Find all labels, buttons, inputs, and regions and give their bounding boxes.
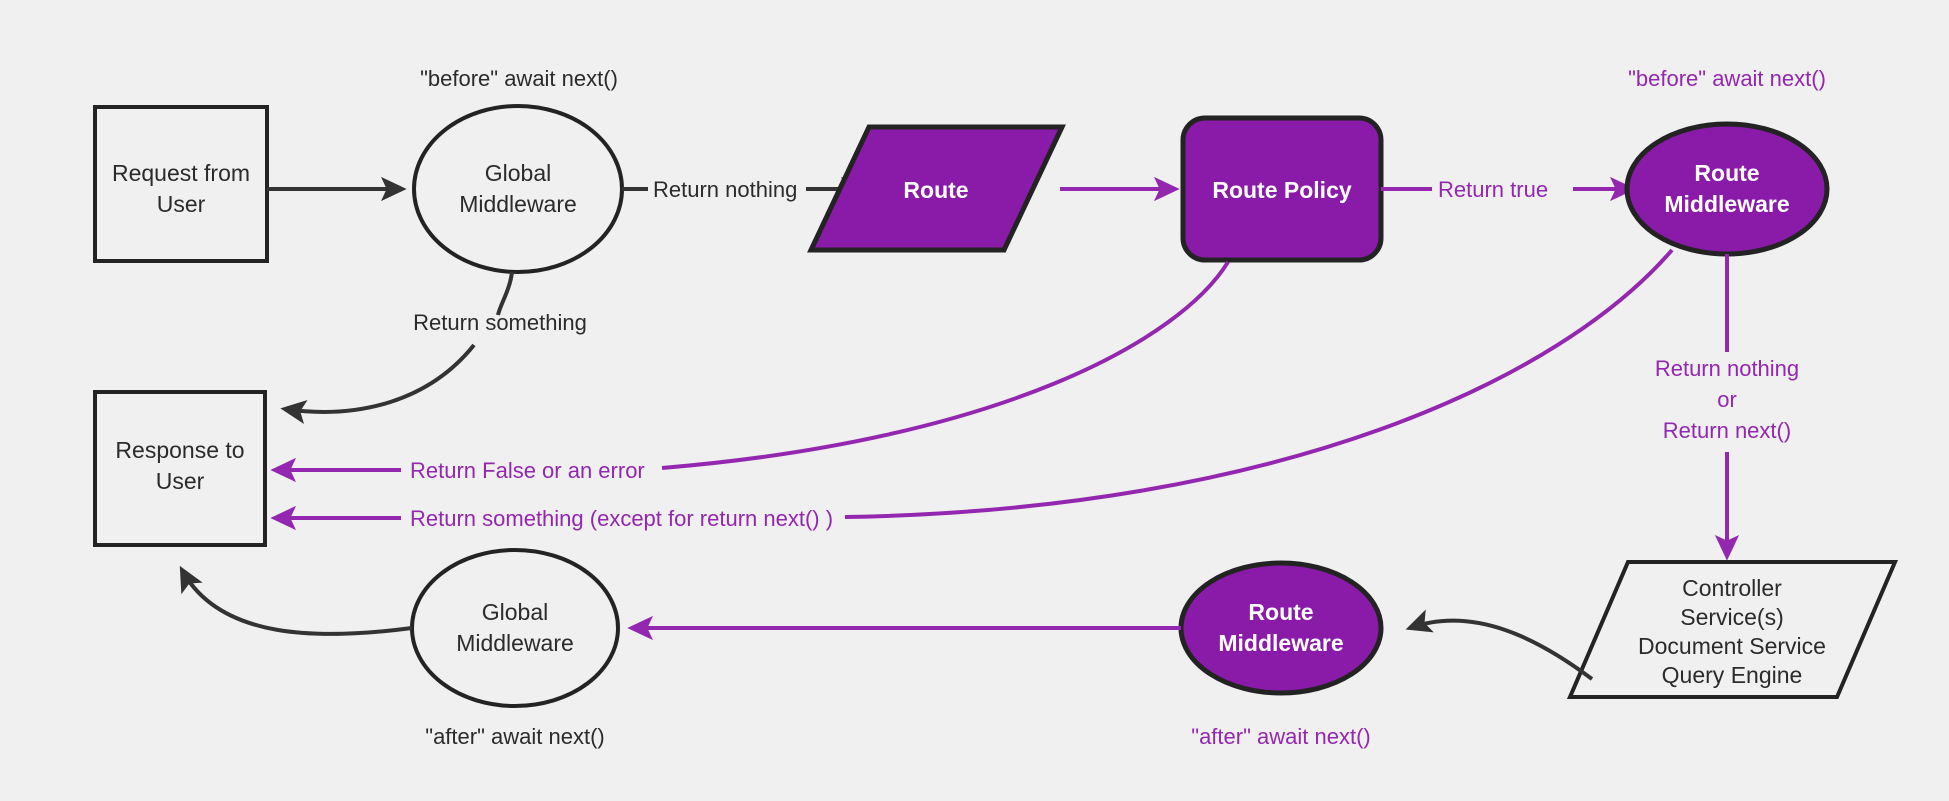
route-middleware-before-label-line1: Route	[1694, 160, 1759, 186]
request-from-user-label-line2: User	[157, 191, 206, 217]
controller-stack-parallelogram[interactable]	[1566, 560, 1899, 699]
route-middleware-after-label-line1: Route	[1248, 599, 1313, 625]
request-from-user-label-line1: Request from	[112, 160, 250, 186]
edge-label-return-something-except-next: Return something (except for return next…	[410, 506, 833, 531]
request-from-user-box[interactable]	[93, 105, 269, 263]
route-middleware-before-label-line2: Middleware	[1664, 191, 1789, 217]
route-middleware-after-label-line2: Middleware	[1218, 630, 1343, 656]
route-parallelogram[interactable]	[807, 124, 1066, 253]
edge-label-return-nothing-or-next-line1: Return nothing	[1655, 356, 1799, 381]
route-middleware-before-ellipse[interactable]	[1624, 121, 1830, 257]
edge-route-policy-return-false-curve	[661, 260, 1230, 470]
global-middleware-after-label-line1: Global	[482, 599, 548, 625]
node-route-middleware-before[interactable]: Route Middleware	[1624, 121, 1830, 257]
edge-label-return-true: Return true	[1438, 177, 1548, 202]
global-middleware-after-ellipse[interactable]	[410, 548, 620, 708]
response-to-user-box[interactable]	[93, 390, 267, 547]
controller-stack-label-line4: Query Engine	[1662, 662, 1803, 688]
edge-route-middleware-return-something-curve	[844, 248, 1674, 519]
global-middleware-before-label-line1: Global	[485, 160, 551, 186]
annotation-after-global-middleware: "after" await next()	[425, 724, 604, 749]
node-route-middleware-after[interactable]: Route Middleware	[1178, 560, 1384, 696]
controller-stack-label-line2: Service(s)	[1680, 604, 1784, 630]
route-label: Route	[903, 177, 968, 203]
node-route-policy[interactable]: Route Policy	[1180, 115, 1384, 263]
controller-stack-label-line3: Document Service	[1638, 633, 1826, 659]
annotation-before-route-middleware: "before" await next()	[1628, 66, 1826, 91]
global-middleware-before-label-line2: Middleware	[459, 191, 577, 217]
annotation-before-global-middleware: "before" await next()	[420, 66, 618, 91]
node-request-from-user[interactable]: Request from User	[93, 105, 269, 263]
node-route[interactable]: Route	[807, 124, 1066, 253]
edge-return-something-stub-upper	[496, 271, 514, 316]
controller-stack-label-line1: Controller	[1682, 575, 1782, 601]
edge-label-return-nothing: Return nothing	[653, 177, 797, 202]
response-to-user-label-line1: Response to	[115, 437, 244, 463]
node-controller-stack[interactable]: Controller Service(s) Document Service Q…	[1566, 560, 1899, 699]
global-middleware-before-ellipse[interactable]	[412, 104, 624, 274]
edge-return-something-to-response	[280, 343, 476, 425]
node-global-middleware-after[interactable]: Global Middleware	[410, 548, 620, 708]
response-to-user-label-line2: User	[156, 468, 205, 494]
edge-label-return-nothing-or-next-line2: or	[1717, 387, 1737, 412]
edge-global-middleware-after-to-response	[179, 565, 413, 636]
edge-label-return-nothing-or-next-line3: Return next()	[1663, 418, 1791, 443]
global-middleware-after-label-line2: Middleware	[456, 630, 574, 656]
edge-label-return-false-or-error: Return False or an error	[410, 458, 645, 483]
node-global-middleware-before[interactable]: Global Middleware	[412, 104, 624, 274]
edge-label-return-something: Return something	[413, 310, 587, 335]
edge-controller-to-route-middleware-after	[1405, 609, 1594, 681]
annotation-after-route-middleware: "after" await next()	[1191, 724, 1370, 749]
route-policy-label: Route Policy	[1212, 177, 1352, 203]
node-response-to-user[interactable]: Response to User	[93, 390, 267, 547]
route-middleware-after-ellipse[interactable]	[1178, 560, 1384, 696]
